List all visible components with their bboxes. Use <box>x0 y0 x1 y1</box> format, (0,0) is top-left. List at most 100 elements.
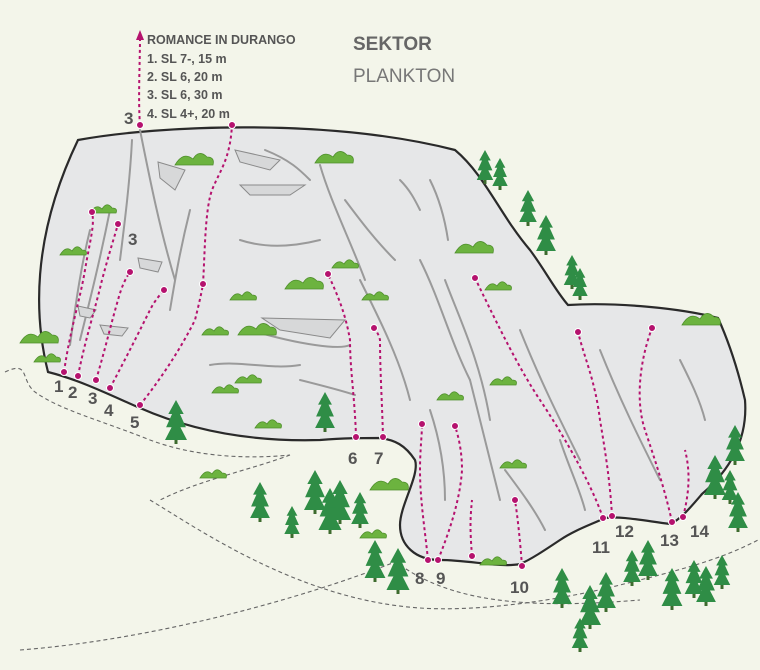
belay-point <box>608 512 616 520</box>
route-number-9: 9 <box>436 569 445 588</box>
tree-trunk <box>560 604 564 608</box>
bush <box>237 323 277 336</box>
crack <box>599 349 661 481</box>
bush <box>361 291 389 301</box>
bush <box>234 374 262 384</box>
ledge <box>137 257 163 273</box>
belay-point <box>451 422 459 430</box>
tree-trunk <box>713 495 717 499</box>
crack <box>119 139 133 261</box>
ledge <box>238 184 307 196</box>
belay-point <box>324 270 332 278</box>
tree-icon <box>596 572 616 608</box>
belay-point <box>511 496 519 504</box>
belay-point <box>92 376 100 384</box>
tree-icon <box>684 560 704 594</box>
tree-icon <box>696 566 716 602</box>
tree-icon <box>572 268 588 296</box>
tree-icon <box>638 540 658 576</box>
bush <box>359 529 387 539</box>
crack <box>679 359 706 421</box>
pitch-1: 1. SL 7-, 15 m <box>147 52 227 66</box>
tree-trunk <box>733 461 737 465</box>
bush <box>454 241 494 254</box>
tree-icon <box>476 150 494 180</box>
tree-trunk <box>498 186 502 190</box>
belay-point <box>114 220 122 228</box>
bush <box>199 469 227 479</box>
belay-point <box>679 513 687 521</box>
route-1-line <box>63 211 94 373</box>
belay-point <box>468 552 476 560</box>
bush <box>89 204 117 214</box>
belay-point <box>126 268 134 276</box>
rock-cracks <box>69 129 706 531</box>
tree-icon <box>713 555 731 585</box>
tree-trunk <box>544 251 548 255</box>
route-12-line <box>577 331 613 517</box>
tree-trunk <box>604 608 608 612</box>
belay-point <box>60 368 68 376</box>
belay-point <box>471 274 479 282</box>
tree-icon <box>386 548 410 590</box>
belay-point <box>136 121 144 129</box>
tree-icon <box>704 455 726 495</box>
tree-icon <box>536 215 556 251</box>
tree-trunk <box>720 585 724 589</box>
tree-trunk <box>328 530 332 534</box>
bushes <box>19 151 721 566</box>
bush <box>229 291 257 301</box>
route-number-8: 8 <box>415 569 424 588</box>
route-number-7: 7 <box>374 449 383 468</box>
tree-trunk <box>323 428 327 432</box>
tree-icon <box>250 482 270 518</box>
crack <box>169 209 191 311</box>
bush <box>436 391 464 401</box>
route-7-line <box>373 327 384 438</box>
route-number-4: 4 <box>104 401 114 420</box>
pitch-2: 2. SL 6, 20 m <box>147 70 223 84</box>
route-number-1: 1 <box>54 377 63 396</box>
route-10-line <box>514 499 523 567</box>
tree-icon <box>315 392 335 428</box>
tree-icon <box>492 158 508 186</box>
crack <box>344 199 396 261</box>
route-14-line <box>682 449 690 518</box>
pitch-marker: 3 <box>128 230 137 249</box>
tree-icon <box>304 470 326 510</box>
bush <box>499 459 527 469</box>
belay-point <box>418 420 426 428</box>
belay-point <box>370 324 378 332</box>
route-romance-arrow <box>136 30 144 40</box>
route-number-13: 13 <box>660 531 679 550</box>
crack <box>504 469 546 531</box>
belay-point <box>88 208 96 216</box>
belay-point <box>648 324 656 332</box>
route-number-14: 14 <box>690 522 709 541</box>
crack <box>79 209 111 341</box>
route-romance-line <box>138 37 141 126</box>
ledge <box>260 317 347 339</box>
route-13-line <box>638 327 673 523</box>
ledge <box>234 149 281 171</box>
trails <box>4 367 759 651</box>
tree-trunk <box>704 602 708 606</box>
crack <box>429 179 449 241</box>
belay-point <box>574 328 582 336</box>
belay-point <box>599 514 607 522</box>
route-2-line <box>77 223 119 377</box>
bush <box>19 331 59 344</box>
ledge <box>157 161 186 191</box>
belay-point <box>379 433 387 441</box>
belay-point <box>434 556 442 564</box>
tree-trunk <box>736 528 740 532</box>
belay-points <box>60 121 687 570</box>
tree-icon <box>519 190 537 222</box>
bush <box>59 246 87 256</box>
tree-trunk <box>692 594 696 598</box>
tree-icon <box>721 470 739 500</box>
sector-title: SEKTOR <box>353 34 432 55</box>
tree-trunk <box>728 500 732 504</box>
route-number-12: 12 <box>615 522 634 541</box>
tree-trunk <box>358 524 362 528</box>
